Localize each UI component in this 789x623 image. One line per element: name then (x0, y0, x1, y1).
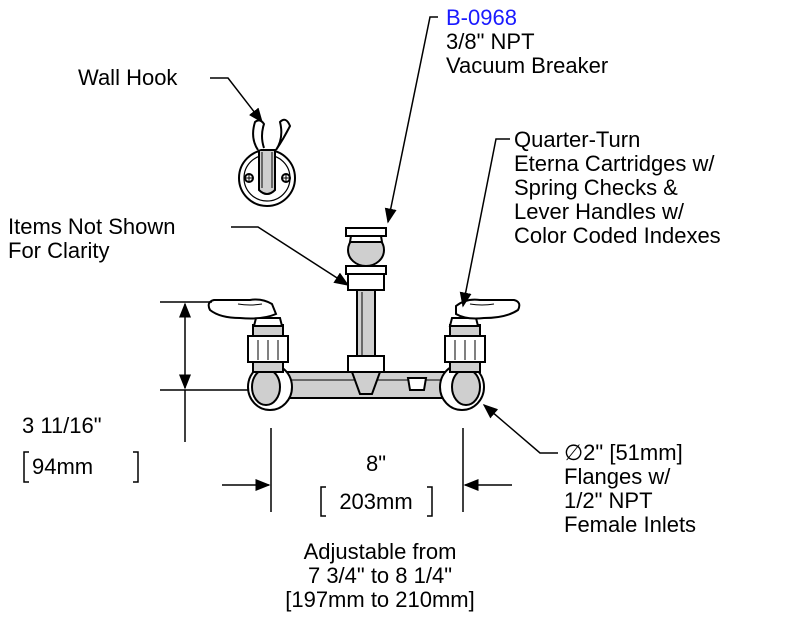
faucet-drawing (207, 227, 521, 411)
wall-hook-drawing (238, 118, 296, 207)
items-not-shown-callout: Items Not Shown For Clarity (8, 215, 176, 263)
leader-lines (210, 16, 558, 454)
flanges-line-3: 1/2" NPT (564, 488, 653, 513)
vacuum-breaker-size: 3/8" NPT (446, 29, 535, 54)
diameter-symbol: ∅ (564, 440, 584, 465)
cartridges-callout: Quarter-Turn Eterna Cartridges w/ Spring… (514, 128, 721, 248)
wall-hook-label: Wall Hook (78, 65, 178, 90)
flanges-line-1: 2" [51mm] (583, 440, 683, 465)
vacuum-breaker-part-number[interactable]: B-0968 (446, 5, 517, 30)
cartridges-line-2: Eterna Cartridges w/ (514, 151, 715, 176)
width-dimension-imperial: 8" (365, 451, 387, 476)
height-dimension-metric: 94mm (32, 454, 94, 479)
cartridges-line-3: Spring Checks & (514, 175, 678, 200)
vacuum-breaker-name: Vacuum Breaker (446, 53, 609, 78)
cartridges-line-1: Quarter-Turn (514, 127, 641, 152)
adjustable-range-callout: Adjustable from 7 3/4" to 8 1/4" [197mm … (250, 540, 510, 612)
adjustable-line-2: 7 3/4" to 8 1/4" (307, 563, 453, 588)
width-dimension-metric: 203mm (339, 489, 413, 514)
adjustable-line-1: Adjustable from (303, 539, 457, 564)
flanges-line-2: Flanges w/ (564, 464, 671, 489)
flanges-callout: ∅2" [51mm] Flanges w/ 1/2" NPT Female In… (564, 441, 696, 537)
height-dimension-imperial: 3 11/16" (22, 413, 102, 438)
dimension-lines (23, 301, 512, 517)
cartridges-line-4: Lever Handles w/ (514, 199, 684, 224)
items-not-shown-line-1: Items Not Shown (8, 214, 176, 239)
flanges-line-4: Female Inlets (564, 512, 697, 537)
cartridges-line-5: Color Coded Indexes (514, 223, 721, 248)
items-not-shown-line-2: For Clarity (8, 238, 110, 263)
vacuum-breaker-callout: B-0968 3/8" NPT Vacuum Breaker (446, 6, 608, 78)
adjustable-line-3: [197mm to 210mm] (285, 587, 475, 612)
